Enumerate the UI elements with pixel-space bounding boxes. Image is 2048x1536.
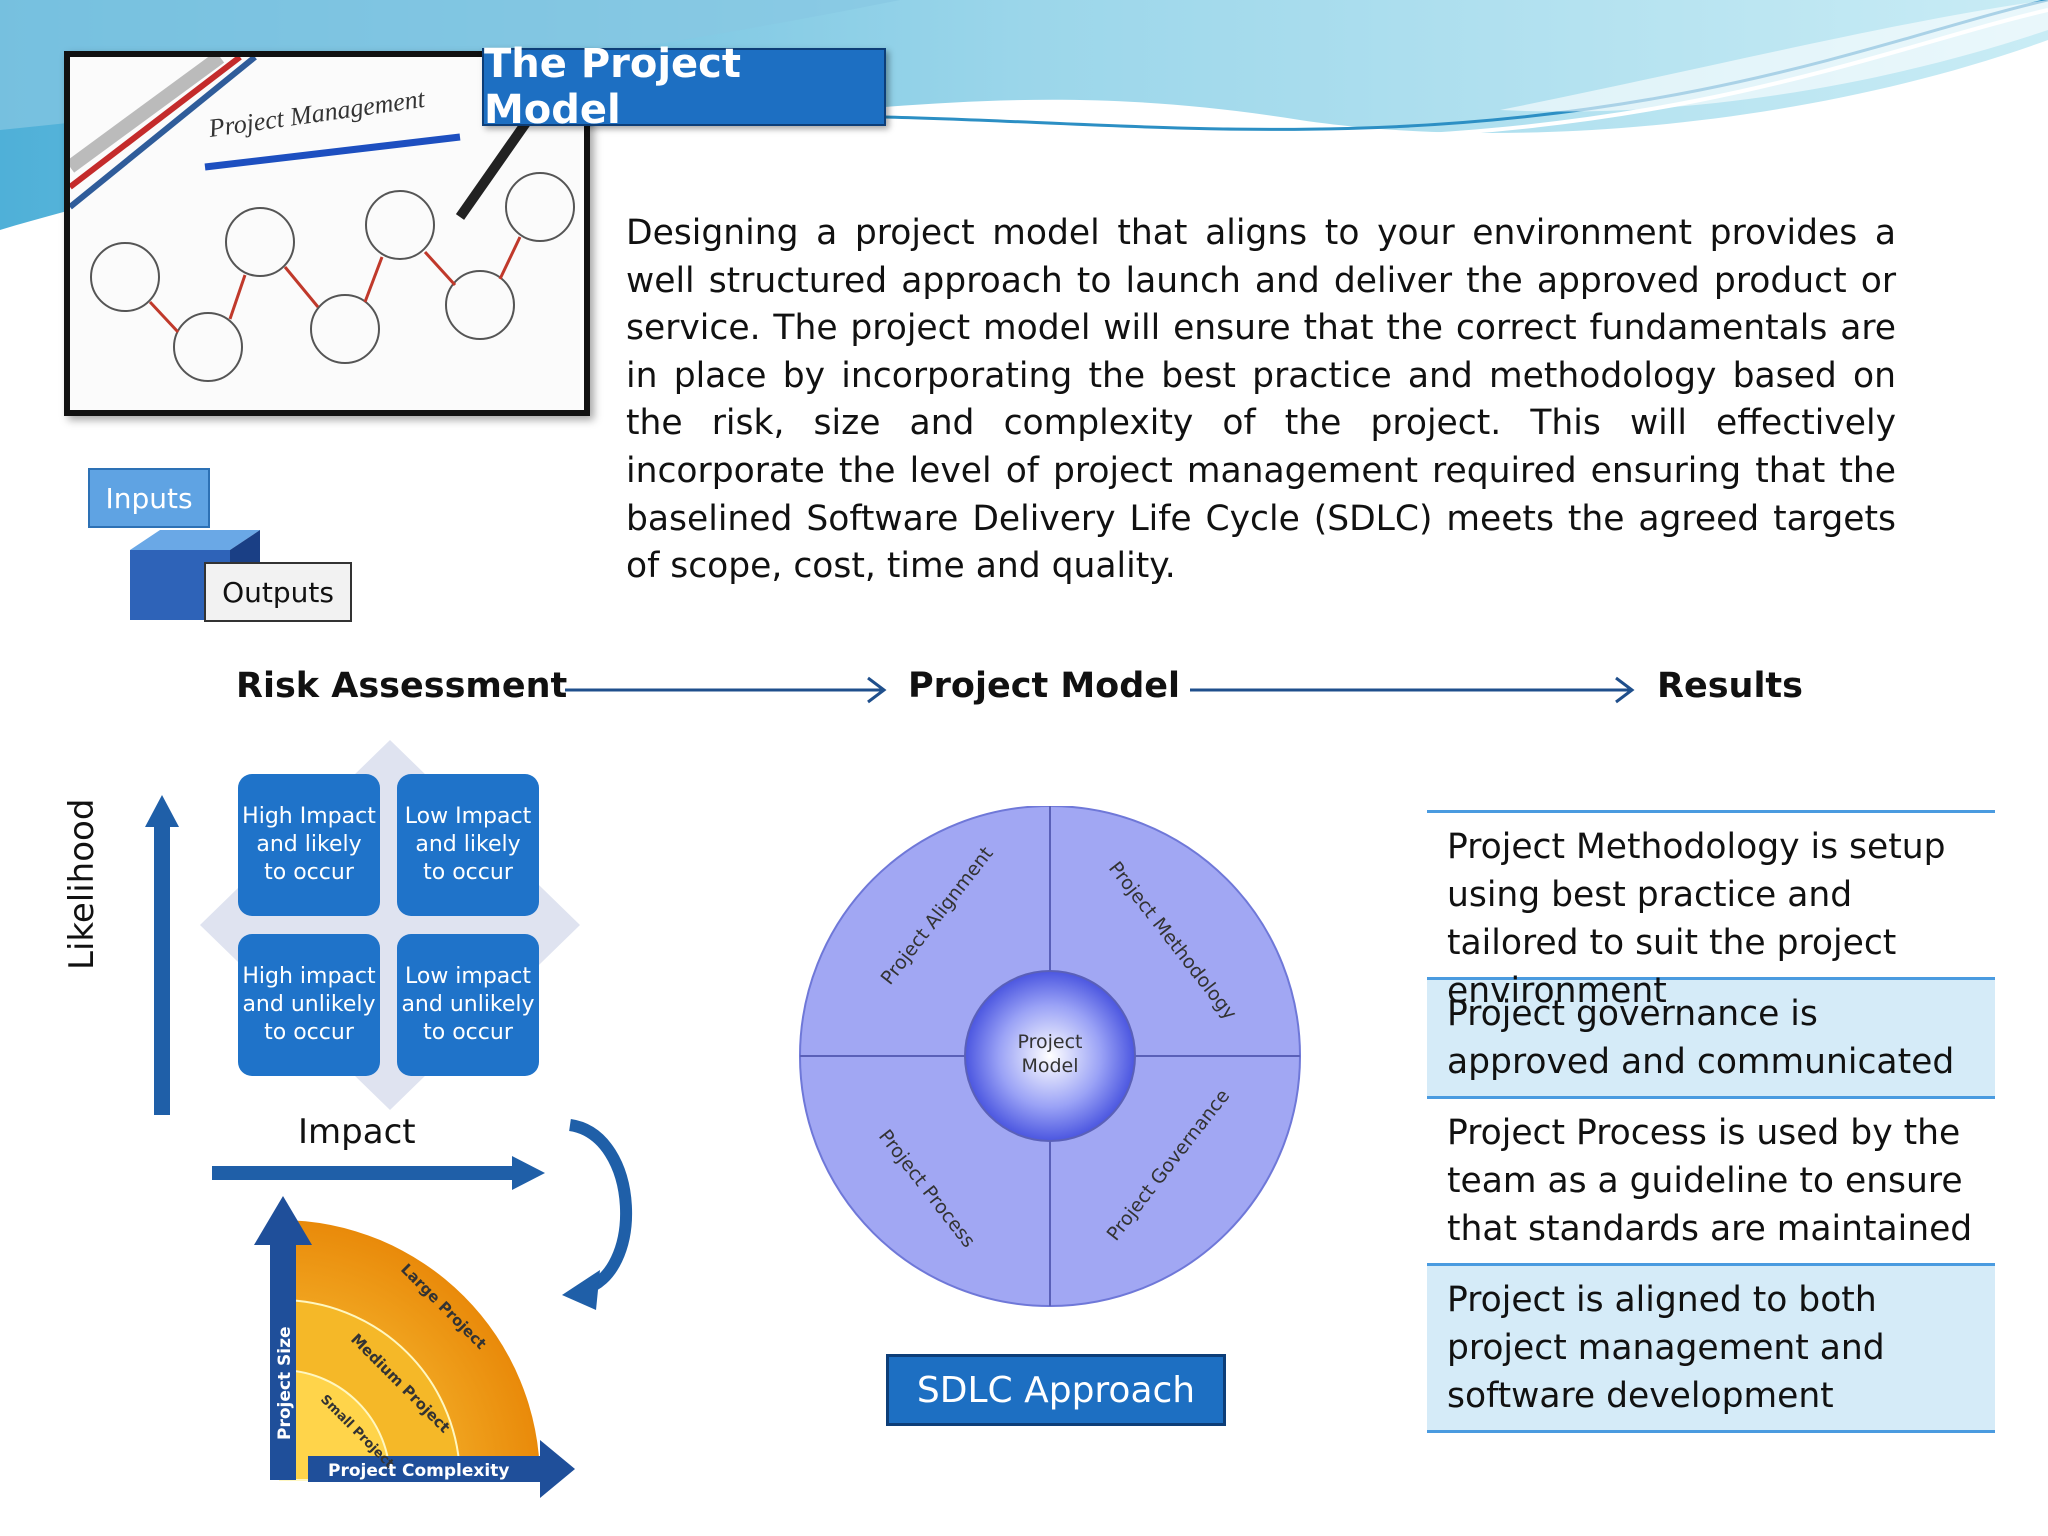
inputs-label: Inputs [88, 468, 210, 528]
results-list: Project Methodology is setup using best … [1427, 810, 1995, 1433]
flow-arrows [565, 676, 1635, 704]
intro-paragraph: Designing a project model that aligns to… [626, 213, 1896, 587]
project-model-circle: Project Alignment Project Methodology Pr… [799, 806, 1301, 1307]
flow-results: Results [1657, 666, 1803, 706]
quadrant-low-unlikely: Low impact and unlikely to occur [397, 934, 539, 1076]
result-item: Project Process is used by the team as a… [1427, 1099, 1995, 1266]
curved-arrow-icon [562, 1119, 633, 1310]
project-complexity-label: Project Complexity [328, 1461, 509, 1481]
sdlc-approach-label: SDLC Approach [886, 1354, 1226, 1426]
result-item: Project governance is approved and commu… [1427, 980, 1995, 1099]
impact-label: Impact [298, 1112, 416, 1152]
project-management-photo: Project Management [64, 51, 590, 416]
project-model-center-label: Project Model [1017, 1031, 1083, 1077]
outputs-label: Outputs [204, 562, 352, 622]
likelihood-label: Likelihood [62, 798, 102, 970]
page-title: The Project Model [482, 41, 886, 133]
project-size-chart: Project Size Project Complexity Large Pr… [254, 1196, 575, 1498]
result-item: Project is aligned to both project manag… [1427, 1266, 1995, 1433]
quadrant-low-likely: Low Impact and likely to occur [397, 774, 539, 916]
likelihood-arrow-icon [145, 795, 179, 1115]
result-item: Project Methodology is setup using best … [1427, 810, 1995, 1011]
project-size-label: Project Size [275, 1327, 295, 1441]
quadrant-high-unlikely: High impact and unlikely to occur [238, 934, 380, 1076]
impact-arrow-icon [212, 1156, 545, 1190]
photo-heading: Project Management [206, 84, 427, 143]
flow-risk-assessment: Risk Assessment [236, 666, 568, 706]
quadrant-high-likely: High Impact and likely to occur [238, 774, 380, 916]
flow-project-model: Project Model [908, 666, 1181, 706]
